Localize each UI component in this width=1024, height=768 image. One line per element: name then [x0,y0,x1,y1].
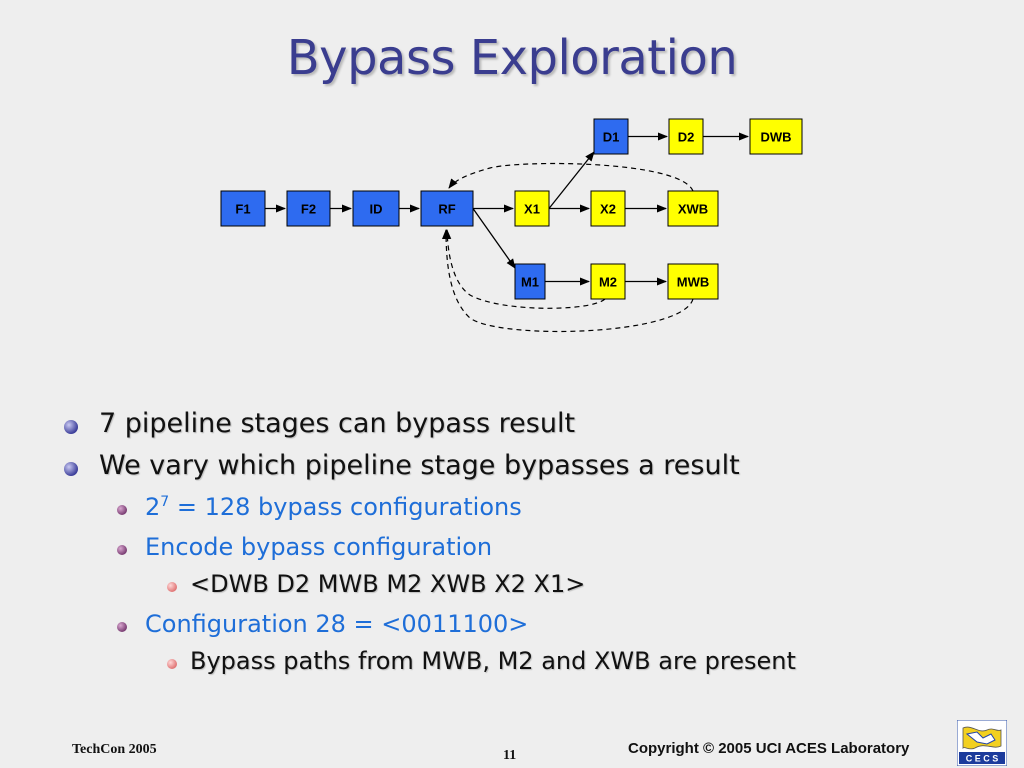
stage-box [593,118,629,155]
stage-node-m1: M1 [514,263,546,300]
stage-label: ID [370,202,383,217]
stage-node-dwb: DWB [749,118,803,155]
stage-box [668,118,704,155]
stage-label: F2 [301,202,316,217]
sub-sub-bullet-marker [167,582,177,592]
stage-node-d2: D2 [668,118,704,155]
footer-copyright: Copyright © 2005 UCI ACES Laboratory [628,740,910,757]
stage-label: M2 [599,275,617,290]
stage-label: D1 [603,130,620,145]
bullet-bypass-present: Bypass paths from MWB, M2 and XWB are pr… [190,647,796,675]
bypass-path-mwb-rf [442,229,694,333]
stage-box [667,263,719,300]
bullet-stages: 7 pipeline stages can bypass result [99,408,576,439]
bypass-path-m2-rf [443,229,606,309]
stage-box [590,263,626,300]
stage-box [220,190,266,227]
bullet-marker [64,462,78,476]
stage-label: RF [438,202,455,217]
stage-box [749,118,803,155]
stage-label: X1 [524,202,540,217]
stage-label: X2 [600,202,616,217]
stage-node-x1: X1 [514,190,550,227]
stage-node-mwb: MWB [667,263,719,300]
stage-node-d1: D1 [593,118,629,155]
page-number: 11 [503,748,517,763]
stage-label: F1 [235,202,250,217]
bullet-encoding-order: <DWB D2 MWB M2 XWB X2 X1> [190,570,586,598]
stage-box [420,190,474,227]
logo-text: C E C S [966,754,999,764]
stage-label: D2 [678,130,695,145]
edge-rf-m1 [472,208,516,269]
stage-node-xwb: XWB [667,190,719,227]
footer-event: TechCon 2005 [72,742,157,757]
config-count-text: = 128 bypass configurations [169,493,522,521]
bullet-encode: Encode bypass configuration [145,533,493,561]
stage-label: MWB [677,275,710,290]
stage-node-m2: M2 [590,263,626,300]
stage-label: XWB [678,202,708,217]
pipeline-diagram: F1 F2 ID RF X1 X2 XWB D1 D2 DWB M1 M2 MWB [220,118,803,333]
stage-box [352,190,400,227]
stage-node-f2: F2 [286,190,331,227]
stage-node-x2: X2 [590,190,626,227]
stage-node-f1: F1 [220,190,266,227]
slide-title: Bypass Exploration [286,30,738,86]
stage-label: M1 [521,275,539,290]
sub-bullet-marker [117,622,127,632]
stage-box [514,190,550,227]
power-base: 2 [145,493,161,521]
bypass-path-xwb-rf [448,162,694,192]
cecs-logo: C E C S [957,720,1007,766]
stage-box [667,190,719,227]
stage-box [286,190,331,227]
stage-box [590,190,626,227]
bullet-configurations: 27 = 128 bypass configurations [145,493,522,521]
stage-box [514,263,546,300]
sub-bullet-marker [117,545,127,555]
stage-node-id: ID [352,190,400,227]
edge-x1-d1 [548,151,595,209]
sub-sub-bullet-marker [167,659,177,669]
power-exponent: 7 [160,494,170,510]
stage-node-rf: RF [420,190,474,227]
sub-bullet-marker [117,505,127,515]
bullet-vary: We vary which pipeline stage bypasses a … [99,450,740,481]
bullet-marker [64,420,78,434]
bullet-config-28: Configuration 28 = <0011100> [145,610,529,638]
stage-label: DWB [760,130,791,145]
